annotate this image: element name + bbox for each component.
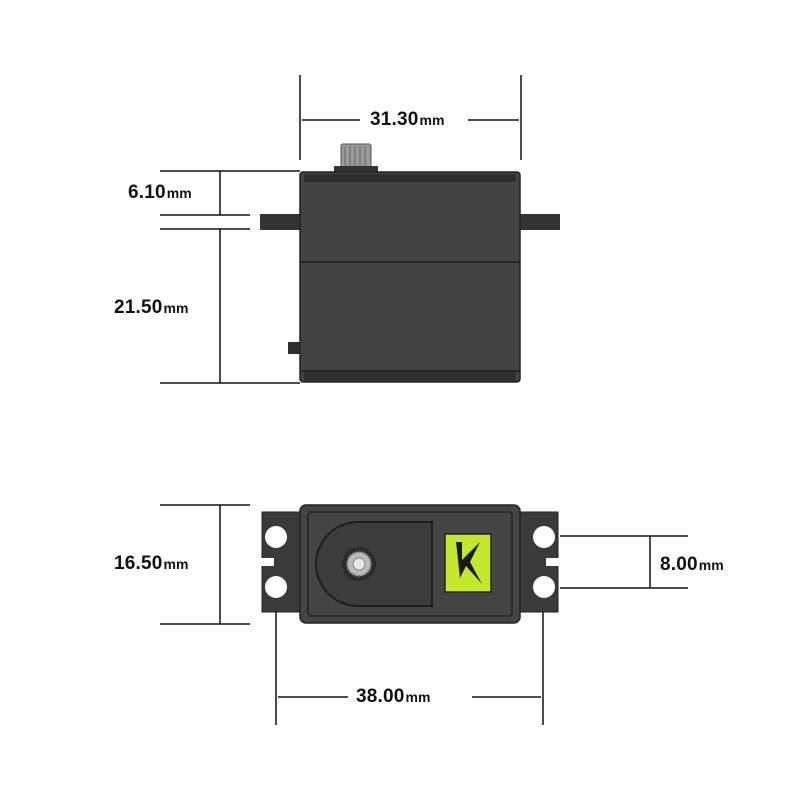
dim-label-hole-spacing: 8.00mm: [656, 555, 728, 574]
top-case-inset: [307, 511, 513, 617]
mount-hole-bottom-left: [265, 576, 287, 598]
dim-label-lower-height: 21.50mm: [110, 297, 193, 318]
output-spline-top: [342, 547, 376, 581]
brand-logo-icon: [444, 533, 492, 593]
dim-upper-height: [160, 170, 300, 216]
dim-label-width-top: 31.30mm: [366, 109, 449, 130]
dim-lower-height: [160, 228, 300, 384]
dim-label-body-depth: 16.50mm: [110, 553, 193, 574]
mount-hole-top-left: [265, 526, 287, 548]
dim-unit: mm: [163, 556, 189, 572]
dim-unit: mm: [698, 557, 724, 573]
dim-width-top: [299, 75, 522, 160]
dim-label-upper-height: 6.10mm: [124, 183, 196, 202]
mount-hole-top-right: [533, 526, 555, 548]
output-spline-side: [334, 143, 378, 175]
dim-value: 21.50: [114, 297, 163, 318]
side-case-body: [299, 171, 521, 383]
dim-unit: mm: [163, 300, 189, 316]
dim-value: 16.50: [114, 553, 163, 574]
mount-hole-bottom-right: [533, 576, 555, 598]
dim-value: 31.30: [370, 109, 419, 130]
dim-hole-spacing: [560, 535, 688, 589]
dim-label-mount-length: 38.00mm: [352, 686, 435, 707]
side-mount-ear-right: [518, 214, 560, 230]
dim-unit: mm: [419, 112, 445, 128]
dim-value: 38.00: [356, 686, 405, 707]
side-case-top-band: [304, 174, 516, 182]
dim-unit: mm: [166, 185, 192, 201]
dim-unit: mm: [405, 689, 431, 705]
servo-top-view: [258, 504, 562, 624]
side-wire-tab: [288, 342, 302, 354]
side-case-bottom-band: [304, 372, 516, 381]
side-mount-ear-left: [260, 214, 302, 230]
dim-body-depth: [160, 504, 250, 625]
servo-side-view: [260, 143, 560, 383]
dim-value: 8.00: [660, 554, 698, 575]
dim-mount-length: [275, 612, 544, 725]
dim-value: 6.10: [128, 182, 166, 203]
